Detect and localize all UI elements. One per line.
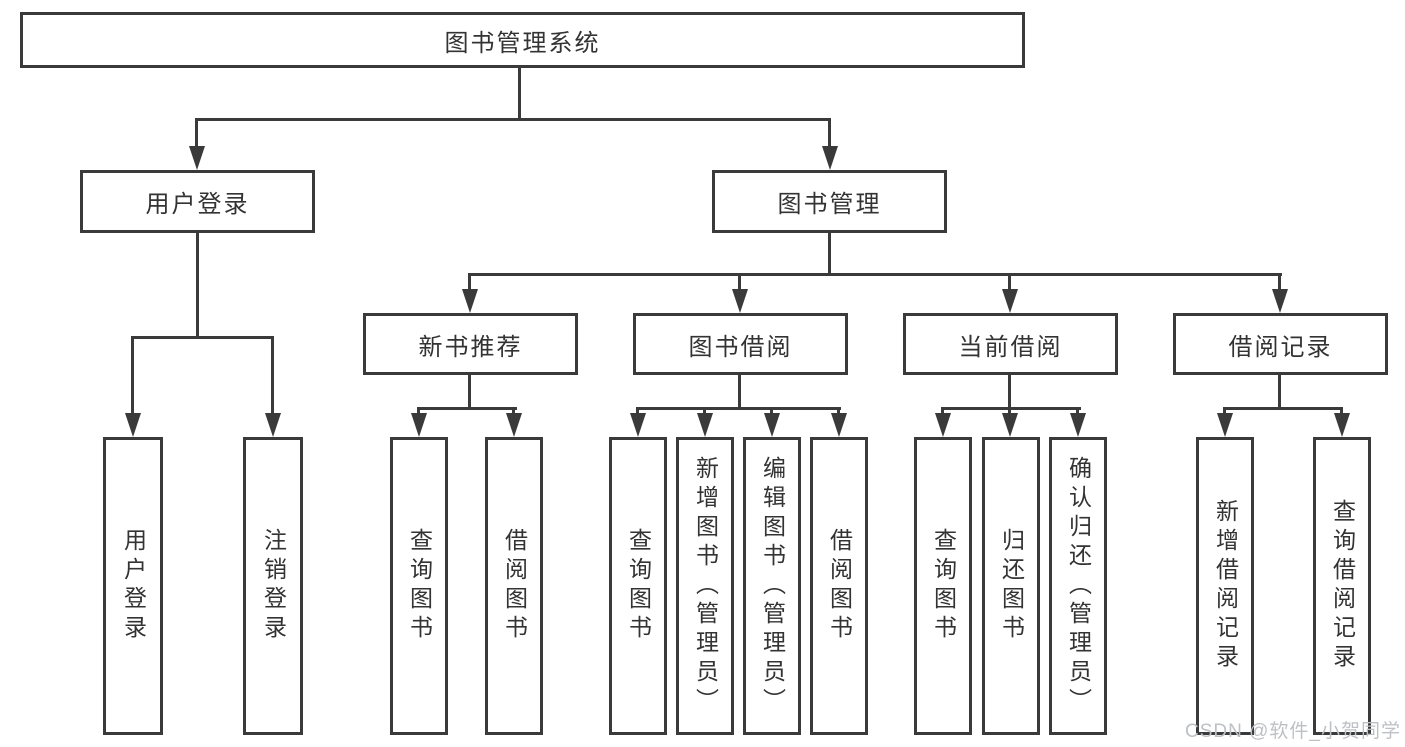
leaf-label: 新增借阅记录 <box>1212 499 1239 673</box>
arrow-down-icon <box>764 413 780 437</box>
connector-line <box>738 273 741 291</box>
connector-line <box>131 336 134 415</box>
node-label: 图书管理系统 <box>444 29 601 57</box>
node-label: 借阅记录 <box>1228 333 1333 361</box>
leaf-query-books-recommend: 查询图书 <box>390 437 448 735</box>
node-label: 图书借阅 <box>688 333 793 361</box>
connector-line <box>195 118 198 148</box>
node-current-borrow: 当前借阅 <box>903 313 1118 375</box>
connector-line <box>1008 373 1011 409</box>
leaf-label: 编辑图书（管理员） <box>759 455 786 717</box>
connector-line <box>1223 407 1343 410</box>
connector-line <box>1076 407 1079 417</box>
arrow-down-icon <box>125 413 141 437</box>
leaf-label: 归还图书 <box>998 528 1025 644</box>
leaf-label: 查询图书 <box>406 528 433 644</box>
leaf-label: 查询图书 <box>625 528 652 644</box>
leaf-confirm-return-admin: 确认归还（管理员） <box>1049 437 1107 735</box>
connector-line <box>828 118 831 148</box>
leaf-query-books-borrow: 查询图书 <box>609 437 667 735</box>
connector-line <box>417 407 517 410</box>
connector-line <box>131 336 274 339</box>
connector-line <box>1340 407 1343 417</box>
connector-line <box>941 407 1081 410</box>
connector-line <box>196 231 199 338</box>
arrow-down-icon <box>1272 289 1288 313</box>
connector-line <box>636 407 639 417</box>
arrow-down-icon <box>1002 289 1018 313</box>
leaf-add-borrow-record: 新增借阅记录 <box>1196 437 1254 735</box>
arrow-down-icon <box>1070 413 1086 437</box>
node-label: 当前借阅 <box>958 333 1063 361</box>
leaf-return-book: 归还图书 <box>982 437 1040 735</box>
leaf-label: 注销登录 <box>260 528 287 644</box>
node-label: 用户登录 <box>145 191 250 218</box>
arrow-down-icon <box>732 289 748 313</box>
leaf-label: 用户登录 <box>120 528 147 644</box>
arrow-down-icon <box>189 146 205 170</box>
arrow-down-icon <box>1002 413 1018 437</box>
node-label: 新书推荐 <box>418 333 523 361</box>
node-library-system: 图书管理系统 <box>20 12 1025 68</box>
connector-line <box>636 407 841 410</box>
connector-line <box>1008 407 1011 417</box>
connector-line <box>468 273 1282 276</box>
connector-line <box>1223 407 1226 417</box>
arrow-down-icon <box>1217 413 1233 437</box>
arrow-down-icon <box>462 289 478 313</box>
connector-line <box>195 118 831 121</box>
arrow-down-icon <box>822 146 838 170</box>
leaf-borrow-books-borrow: 借阅图书 <box>810 437 868 735</box>
arrow-down-icon <box>411 413 427 437</box>
leaf-edit-book-admin: 编辑图书（管理员） <box>743 437 801 735</box>
connector-line <box>468 373 471 409</box>
connector-line <box>1278 373 1281 409</box>
connector-line <box>468 273 471 291</box>
connector-line <box>271 336 274 415</box>
connector-line <box>941 407 944 417</box>
connector-line <box>518 68 521 120</box>
arrow-down-icon <box>831 413 847 437</box>
leaf-query-books-current: 查询图书 <box>914 437 972 735</box>
leaf-logout: 注销登录 <box>243 437 303 735</box>
connector-line <box>738 373 741 409</box>
connector-line <box>837 407 840 417</box>
arrow-down-icon <box>697 413 713 437</box>
node-book-management: 图书管理 <box>712 170 947 233</box>
connector-line <box>1278 273 1281 291</box>
node-label: 图书管理 <box>777 191 882 218</box>
arrow-down-icon <box>1334 413 1350 437</box>
leaf-label: 借阅图书 <box>826 528 853 644</box>
leaf-label: 新增图书（管理员） <box>692 455 719 717</box>
connector-line <box>703 407 706 417</box>
arrow-down-icon <box>506 413 522 437</box>
connector-line <box>1008 273 1011 291</box>
node-new-book-recommend: 新书推荐 <box>363 313 578 375</box>
leaf-label: 查询借阅记录 <box>1329 499 1356 673</box>
node-borrow-records: 借阅记录 <box>1173 313 1388 375</box>
arrow-down-icon <box>935 413 951 437</box>
leaf-borrow-books-recommend: 借阅图书 <box>485 437 543 735</box>
node-book-borrow: 图书借阅 <box>633 313 848 375</box>
leaf-query-borrow-record: 查询借阅记录 <box>1313 437 1371 735</box>
leaf-user-login: 用户登录 <box>103 437 163 735</box>
leaf-label: 确认归还（管理员） <box>1065 455 1092 717</box>
arrow-down-icon <box>630 413 646 437</box>
leaf-add-book-admin: 新增图书（管理员） <box>676 437 734 735</box>
node-user-login: 用户登录 <box>80 170 315 233</box>
connector-line <box>512 407 515 417</box>
connector-line <box>828 231 831 275</box>
connector-line <box>770 407 773 417</box>
arrow-down-icon <box>265 413 281 437</box>
csdn-watermark: CSDN @软件_小贺同学 <box>1185 721 1401 742</box>
connector-line <box>417 407 420 417</box>
leaf-label: 查询图书 <box>930 528 957 644</box>
leaf-label: 借阅图书 <box>501 528 528 644</box>
